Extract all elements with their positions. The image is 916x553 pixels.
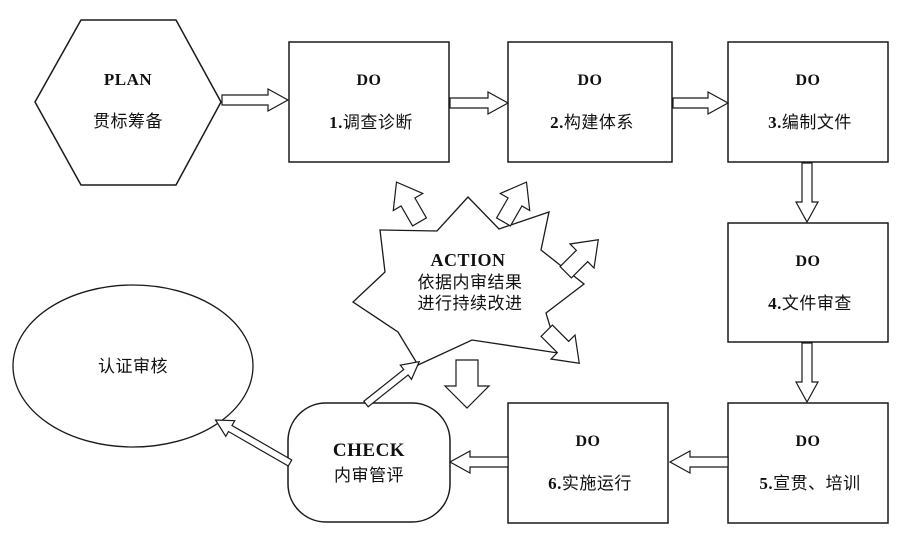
do3-title: DO	[796, 72, 821, 89]
audit-label: 认证审核	[98, 357, 168, 376]
do1-box	[288, 41, 450, 163]
node-plan: PLAN 贯标筹备	[34, 19, 222, 186]
do2-title: DO	[578, 72, 603, 89]
action-line2: 进行持续改进	[418, 294, 523, 313]
action-burst-arrow-up-left	[392, 181, 428, 227]
node-do6: DO 6.实施运行	[507, 402, 669, 524]
node-do3: DO 3.编制文件	[727, 41, 889, 163]
arrow-do1-do2	[449, 90, 510, 116]
check-title: CHECK	[333, 440, 405, 461]
action-title: ACTION	[430, 250, 505, 270]
do2-box	[507, 41, 673, 163]
do3-box	[727, 41, 889, 163]
arrow-check-action	[362, 360, 421, 408]
do1-title: DO	[357, 72, 382, 89]
audit-ellipse	[12, 284, 254, 448]
do3-label: 3.编制文件	[768, 113, 852, 132]
action-burst-arrow-down-right	[540, 324, 580, 364]
do5-label: 5.宣贯、培训	[759, 474, 860, 493]
node-do2: DO 2.构建体系	[507, 41, 673, 163]
arrow-do6-check	[448, 449, 509, 475]
arrow-do2-do3	[672, 90, 730, 116]
do4-title: DO	[796, 253, 821, 270]
action-burst-arrow-right	[559, 239, 599, 279]
check-subtitle: 内审管评	[334, 466, 404, 485]
do6-box	[507, 402, 669, 524]
action-starburst-shape	[351, 196, 586, 366]
arrow-do3-do4	[794, 162, 820, 224]
node-do4: DO 4.文件审查	[727, 222, 889, 343]
check-box	[287, 402, 451, 523]
do1-label: 1.调查诊断	[329, 113, 413, 132]
arrow-do5-do6	[668, 449, 729, 475]
node-audit: 认证审核	[12, 284, 254, 448]
arrow-do4-do5	[794, 342, 820, 404]
action-burst-arrow-up-right	[495, 181, 531, 227]
node-action: ACTION 依据内审结果 进行持续改进	[351, 196, 586, 366]
node-do5: DO 5.宣贯、培训	[727, 402, 889, 524]
plan-subtitle: 贯标筹备	[93, 112, 163, 131]
do4-label: 4.文件审查	[768, 294, 852, 313]
action-burst-arrow-down	[443, 359, 491, 409]
arrow-check-audit	[214, 419, 293, 467]
do2-label: 2.构建体系	[550, 113, 634, 132]
do5-box	[727, 402, 889, 524]
plan-title: PLAN	[104, 70, 153, 89]
do5-title: DO	[796, 433, 821, 450]
node-do1: DO 1.调查诊断	[288, 41, 450, 163]
do4-box	[727, 222, 889, 343]
node-check: CHECK 内审管评	[287, 402, 451, 523]
do6-title: DO	[576, 433, 601, 450]
hexagon-shape	[34, 19, 222, 186]
arrow-plan-do1	[221, 87, 290, 113]
do6-label: 6.实施运行	[548, 474, 632, 493]
action-line1: 依据内审结果	[418, 273, 523, 292]
